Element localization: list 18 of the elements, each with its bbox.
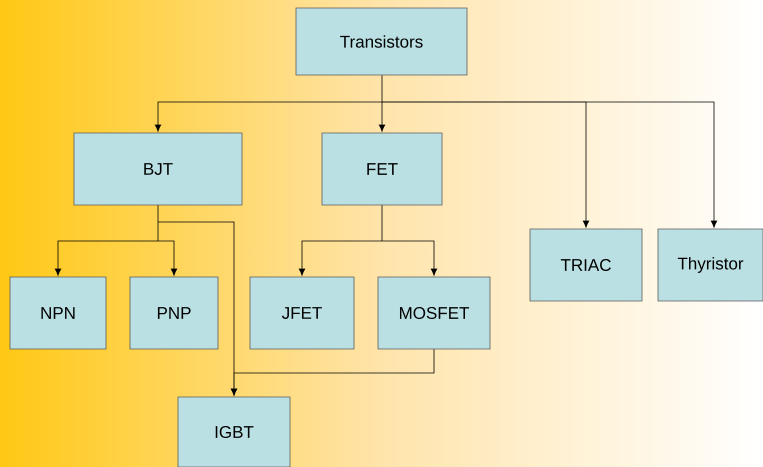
- arrow: [154, 102, 382, 132]
- arrow: [54, 240, 158, 276]
- box: MOSFET: [378, 276, 490, 350]
- box: FET: [322, 132, 442, 206]
- arrow: [230, 349, 434, 396]
- box: Thyristor: [658, 228, 763, 302]
- box: Transistors: [296, 8, 468, 76]
- box: PNP: [130, 276, 218, 350]
- box: IGBT: [178, 396, 290, 467]
- box: JFET: [250, 276, 354, 350]
- box: NPN: [10, 276, 106, 350]
- box: BJT: [74, 132, 242, 206]
- arrow: [382, 102, 718, 228]
- arrow: [158, 240, 178, 276]
- box: TRIAC: [530, 228, 642, 302]
- arrow: [378, 102, 386, 132]
- arrow: [382, 240, 438, 276]
- arrow: [298, 240, 382, 276]
